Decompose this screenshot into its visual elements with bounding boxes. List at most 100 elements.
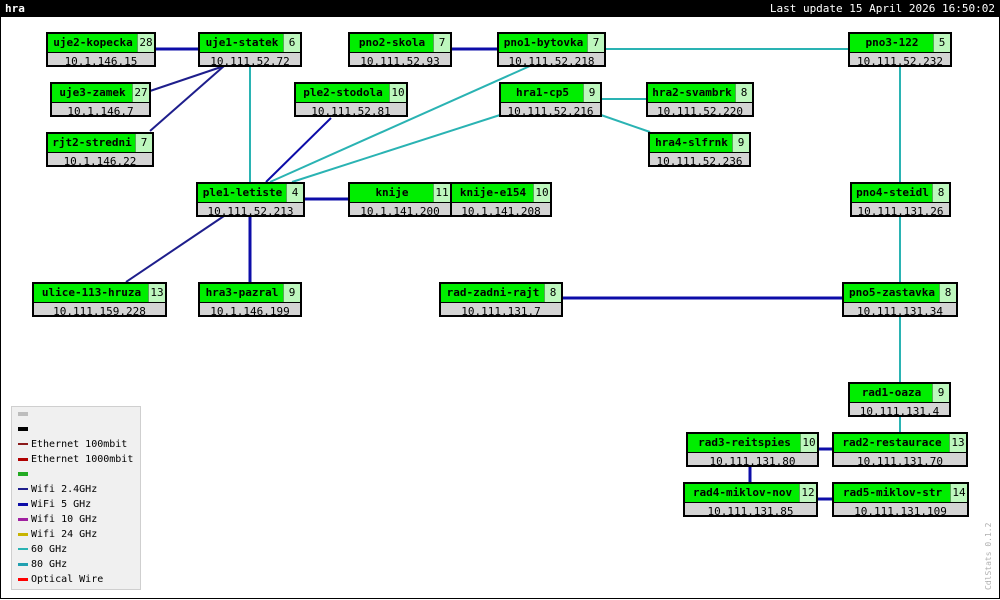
node-count: 28 xyxy=(137,34,154,52)
node-name: rad2-restaurace xyxy=(842,436,942,449)
map-title: hra xyxy=(5,2,25,15)
last-update-text: Last update 15 April 2026 16:50:02 xyxy=(769,2,995,15)
node-count: 9 xyxy=(283,284,300,302)
node-ip: 10.111.52.72 xyxy=(210,55,290,68)
node-count: 9 xyxy=(932,384,949,402)
version-label: CdlStats 0.1.2 xyxy=(984,522,993,590)
node-name: hra1-cp5 xyxy=(516,86,569,99)
node-count: 8 xyxy=(544,284,561,302)
node-knije[interactable]: knije 11 10.1.141.200 xyxy=(348,182,452,218)
node-count: 4 xyxy=(286,184,303,202)
node-name: rad3-reitspies xyxy=(698,436,791,449)
legend-swatch xyxy=(18,502,28,506)
node-name: rad1-oaza xyxy=(861,386,922,399)
legend-swatch xyxy=(18,532,28,536)
node-name: pno1-bytovka xyxy=(503,36,584,49)
node-rad1-oaza[interactable]: rad1-oaza 9 10.111.131.4 xyxy=(848,382,951,418)
legend-swatch xyxy=(18,457,28,461)
node-ulice-113-hruza[interactable]: ulice-113-hruza 13 10.111.159.228 xyxy=(32,282,167,318)
legend-item: 80 GHz xyxy=(18,557,67,572)
node-ip: 10.111.52.232 xyxy=(856,55,944,68)
node-name: uje2-kopecka xyxy=(53,36,133,49)
legend-item: Wifi 24 GHz xyxy=(18,527,97,542)
top-bar: hra Last update 15 April 2026 16:50:02 xyxy=(0,0,1000,17)
node-name: knije xyxy=(375,186,409,199)
legend-swatch xyxy=(18,472,28,476)
legend-swatch xyxy=(18,443,28,445)
legend-swatch xyxy=(18,577,28,581)
link-rjt2-uje1 xyxy=(149,65,225,132)
node-ip: 10.1.146.22 xyxy=(63,155,137,168)
node-count: 8 xyxy=(939,284,956,302)
node-count: 9 xyxy=(732,134,749,152)
legend-item: Optical Wire xyxy=(18,572,103,587)
node-count: 10 xyxy=(389,84,406,102)
node-ip: 10.111.52.213 xyxy=(207,205,294,218)
node-name: rad4-miklov-nov xyxy=(692,486,793,499)
node-count: 13 xyxy=(949,434,966,452)
legend-item: Wifi 2.4GHz xyxy=(18,482,97,497)
node-ip: 10.111.159.228 xyxy=(53,305,146,318)
node-count: 11 xyxy=(433,184,450,202)
node-count: 9 xyxy=(583,84,600,102)
node-count: 7 xyxy=(433,34,450,52)
node-ip: 10.111.131.4 xyxy=(859,405,940,418)
node-count: 10 xyxy=(533,184,550,202)
node-ip: 10.1.146.199 xyxy=(210,305,290,318)
node-name: ulice-113-hruza xyxy=(41,286,142,299)
link-ple2-ple1 xyxy=(265,117,332,183)
node-name: knije-e154 xyxy=(459,186,527,199)
link-pno1-ple1 xyxy=(269,65,531,183)
link-legend: Ethernet 100mbit Ethernet 1000mbit Wifi … xyxy=(11,406,141,590)
legend-swatch xyxy=(18,562,28,566)
legend-item: Ethernet 100mbit xyxy=(18,437,127,452)
node-count: 8 xyxy=(735,84,752,102)
node-ip: 10.111.131.85 xyxy=(707,505,794,518)
node-name: pno3-122 xyxy=(865,36,919,49)
node-rad2-restaurace[interactable]: rad2-restaurace 13 10.111.131.70 xyxy=(832,432,968,468)
node-count: 13 xyxy=(148,284,165,302)
legend-item: Ethernet 1000mbit xyxy=(18,452,133,467)
node-name: pno4-steidl xyxy=(856,186,929,199)
node-rad4-miklov-nov[interactable]: rad4-miklov-nov 12 10.111.131.85 xyxy=(683,482,818,518)
legend-item xyxy=(18,422,31,437)
legend-swatch xyxy=(18,517,28,521)
node-name: hra2-svambrk xyxy=(652,86,732,99)
node-ip: 10.111.52.220 xyxy=(656,105,744,118)
node-ip: 10.111.52.93 xyxy=(360,55,440,68)
node-count: 12 xyxy=(799,484,816,502)
node-ip: 10.111.52.218 xyxy=(508,55,595,68)
node-uje2-kopecka[interactable]: uje2-kopecka 28 10.1.146.15 xyxy=(46,32,156,68)
node-ip: 10.111.52.236 xyxy=(656,155,743,168)
legend-item: Wifi 10 GHz xyxy=(18,512,97,527)
node-count: 7 xyxy=(135,134,152,152)
node-ip: 10.111.131.70 xyxy=(856,455,944,468)
legend-item xyxy=(18,407,31,422)
node-name: ple2-stodola xyxy=(303,86,383,99)
node-ip: 10.1.141.200 xyxy=(360,205,440,218)
node-name: uje3-zamek xyxy=(59,86,126,99)
legend-item xyxy=(18,467,31,482)
node-ip: 10.1.146.15 xyxy=(64,55,138,68)
node-name: uje1-statek xyxy=(205,36,279,49)
node-name: rjt2-stredni xyxy=(52,136,132,149)
node-count: 7 xyxy=(587,34,604,52)
